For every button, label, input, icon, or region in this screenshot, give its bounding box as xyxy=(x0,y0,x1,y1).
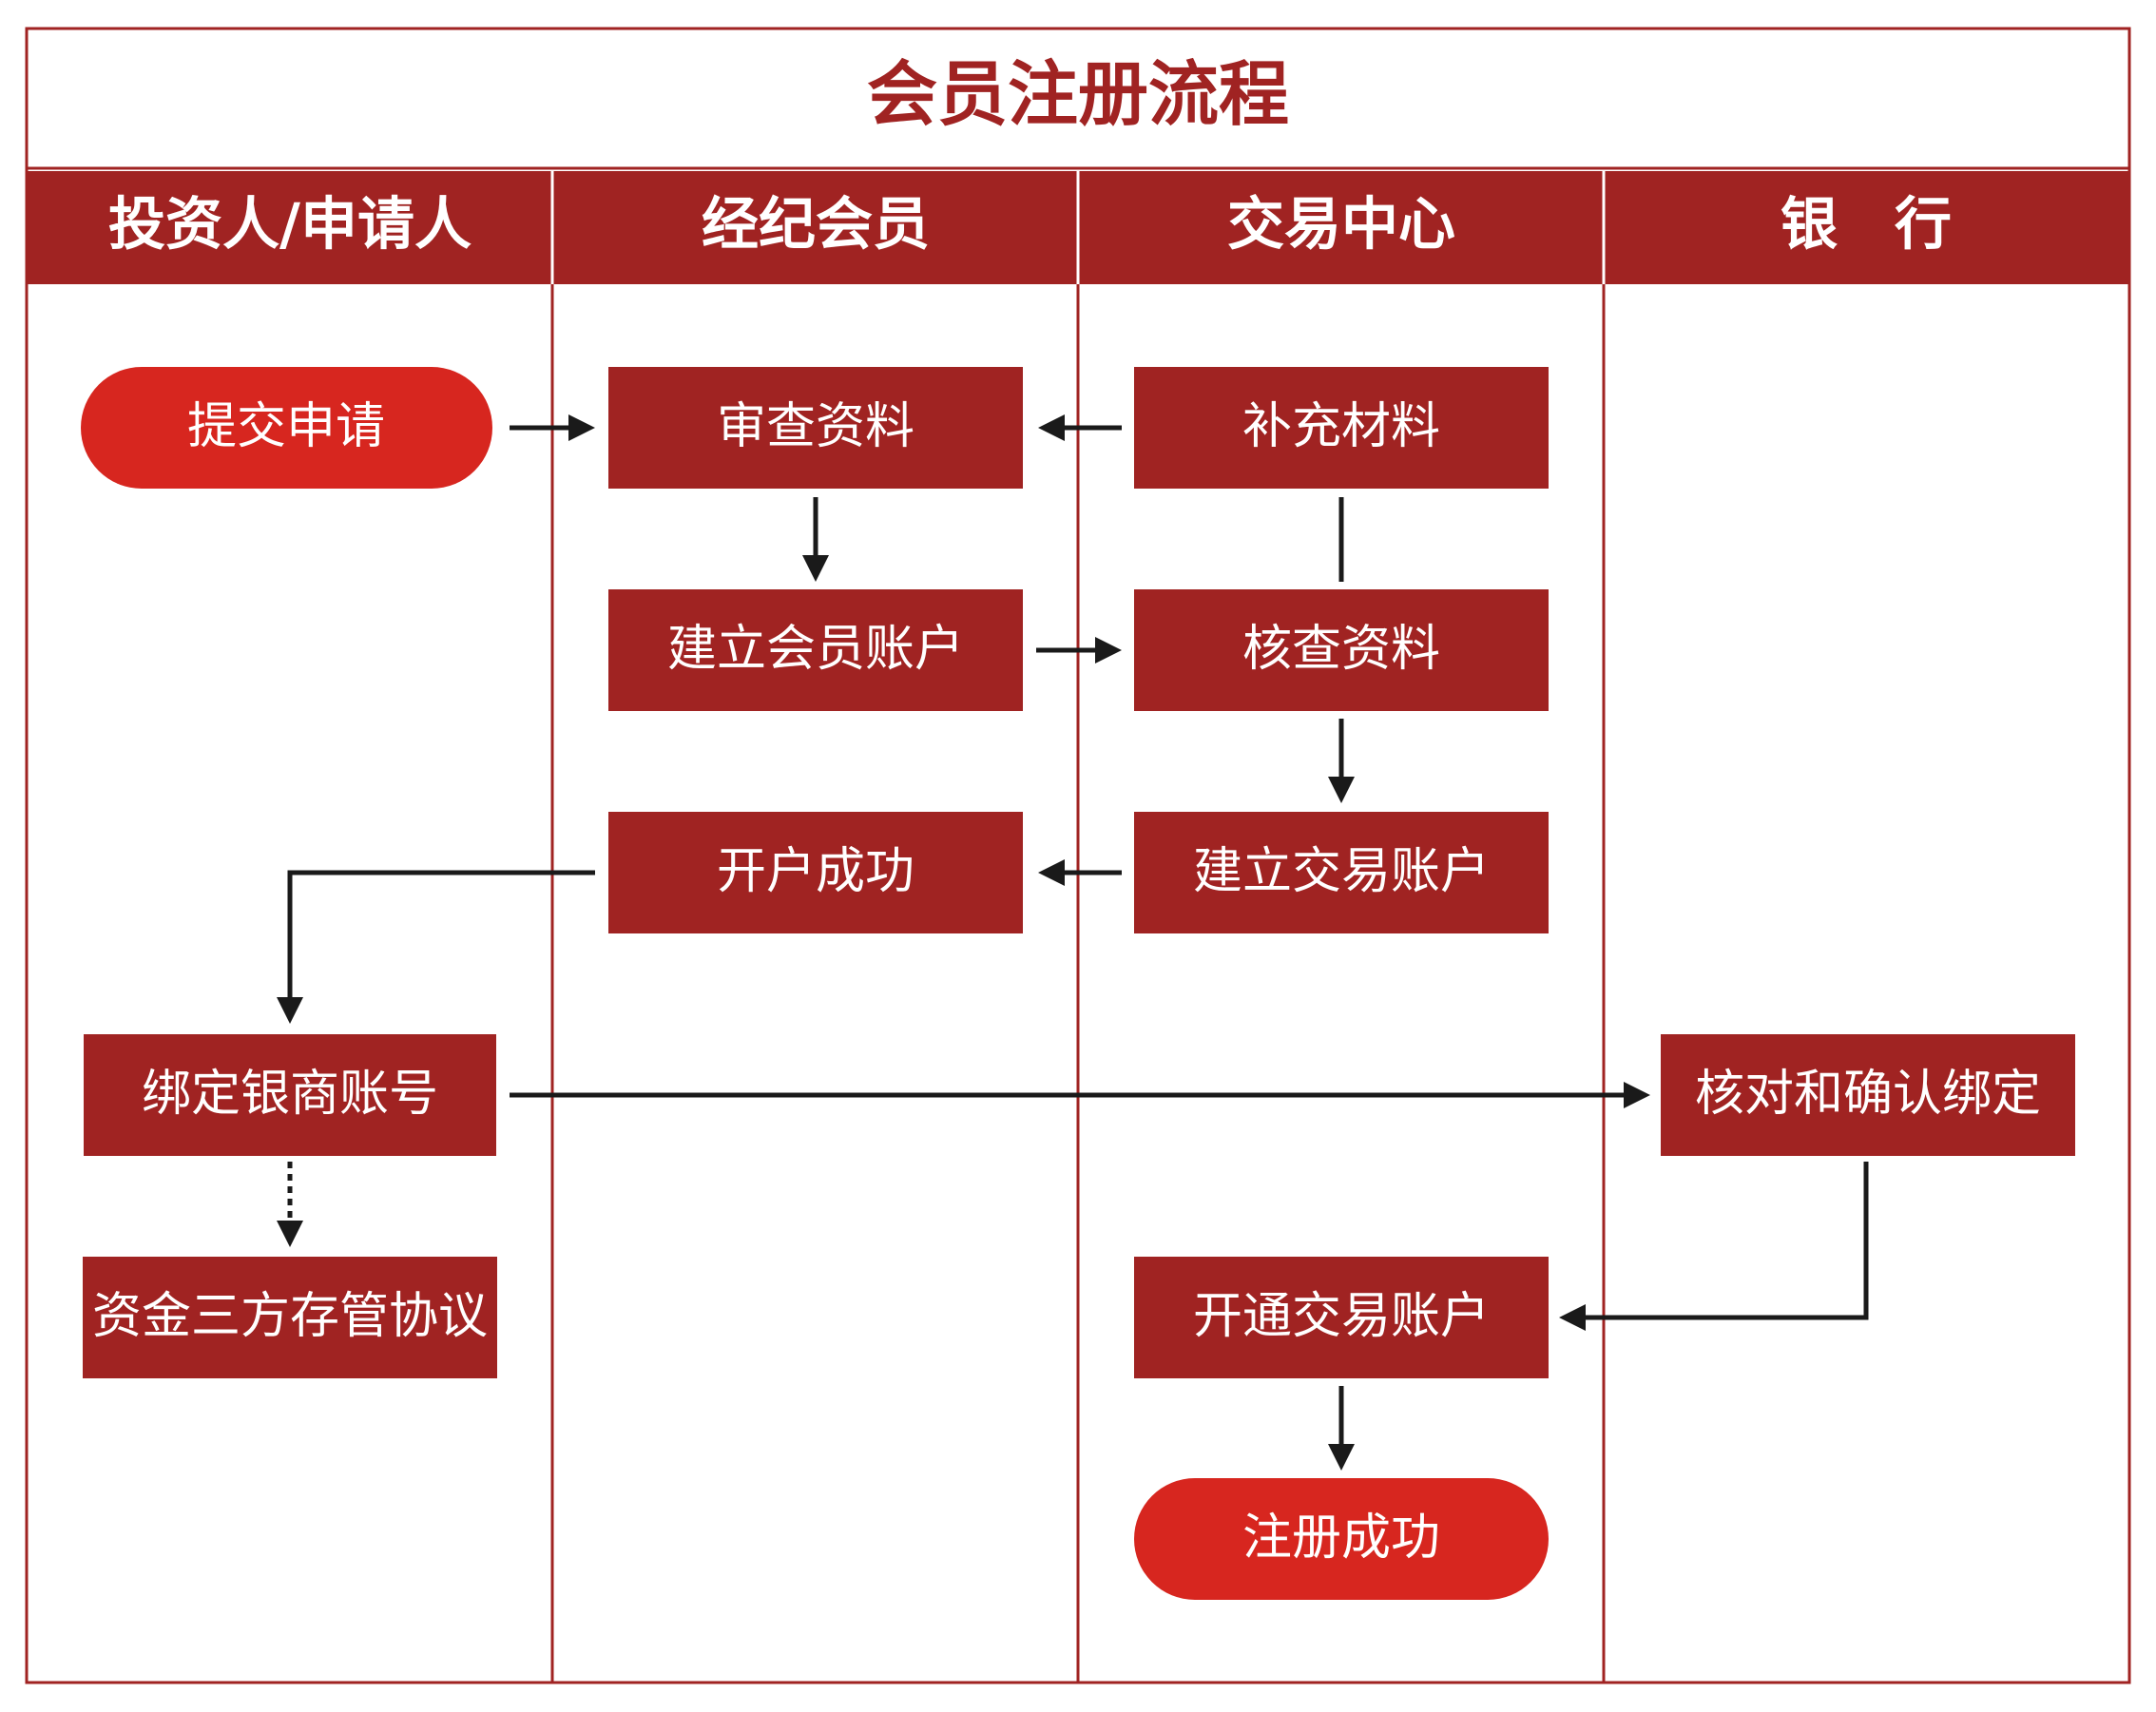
arrowhead-open-success xyxy=(1038,859,1065,886)
edge-open-success-to-bind-bank xyxy=(287,870,595,998)
node-bank-confirm-shape xyxy=(1661,1034,2075,1156)
node-activate-trade-account-label: 开通交易账户 xyxy=(1193,1288,1490,1345)
node-activate-trade-account: 开通交易账户 xyxy=(1134,1257,1549,1378)
arrowhead-review-left xyxy=(568,414,595,441)
node-register-success-label: 注册成功 xyxy=(1242,1510,1440,1567)
node-create-trade-account: 建立交易账户 xyxy=(1134,812,1549,933)
node-register-success-shape xyxy=(1134,1478,1549,1600)
lane-label-investor: 投资人/申请人 xyxy=(108,192,472,259)
node-supplement-label: 补充材料 xyxy=(1242,398,1440,455)
node-verify-shape xyxy=(1134,589,1549,711)
node-create-member-account-shape xyxy=(608,589,1023,711)
node-register-success: 注册成功 xyxy=(1134,1478,1549,1600)
diagram-title: 会员注册流程 xyxy=(867,54,1289,136)
node-custody-agreement: 资金三方存管协议 xyxy=(83,1257,497,1378)
node-supplement-shape xyxy=(1134,367,1549,489)
lane-label-bank: 银 行 xyxy=(1781,192,1952,259)
node-bank-confirm-label: 核对和确认绑定 xyxy=(1695,1066,2041,1123)
node-supplement: 补充材料 xyxy=(1134,367,1549,489)
node-review: 审查资料 xyxy=(608,367,1023,489)
node-custody-agreement-label: 资金三方存管协议 xyxy=(92,1288,488,1345)
arrowhead-custody xyxy=(277,1221,303,1247)
node-submit-label: 提交申请 xyxy=(187,398,385,455)
arrowhead-member-account xyxy=(802,555,829,582)
arrowhead-trade-account xyxy=(1328,777,1355,803)
arrowhead-bank-confirm xyxy=(1624,1082,1650,1108)
node-open-success-shape xyxy=(608,812,1023,933)
node-verify: 核查资料 xyxy=(1134,589,1549,711)
node-create-trade-account-label: 建立交易账户 xyxy=(1193,843,1490,900)
arrowhead-verify xyxy=(1095,637,1122,664)
node-create-trade-account-shape xyxy=(1134,812,1549,933)
node-submit: 提交申请 xyxy=(81,367,492,489)
node-create-member-account: 建立会员账户 xyxy=(608,589,1023,711)
node-bank-confirm: 核对和确认绑定 xyxy=(1661,1034,2075,1156)
arrowhead-register-success xyxy=(1328,1444,1355,1471)
lane-label-exchange: 交易中心 xyxy=(1227,192,1455,259)
node-review-shape xyxy=(608,367,1023,489)
arrowhead-bind-bank xyxy=(277,997,303,1024)
arrowhead-activate xyxy=(1559,1304,1586,1331)
node-create-member-account-label: 建立会员账户 xyxy=(667,621,964,678)
node-bind-bank: 绑定银商账号 xyxy=(84,1034,496,1156)
node-verify-label: 核查资料 xyxy=(1242,621,1440,678)
edge-bank-confirm-to-activate xyxy=(1584,1162,1869,1320)
node-bind-bank-shape xyxy=(84,1034,496,1156)
node-open-success-label: 开户成功 xyxy=(717,843,914,900)
node-custody-agreement-shape xyxy=(83,1257,497,1378)
node-review-label: 审查资料 xyxy=(717,398,914,455)
lane-label-broker: 经纪会员 xyxy=(702,192,930,259)
node-submit-shape xyxy=(81,367,492,489)
node-open-success: 开户成功 xyxy=(608,812,1023,933)
node-activate-trade-account-shape xyxy=(1134,1257,1549,1378)
arrowhead-review-right xyxy=(1038,414,1065,441)
node-bind-bank-label: 绑定银商账号 xyxy=(142,1066,438,1123)
